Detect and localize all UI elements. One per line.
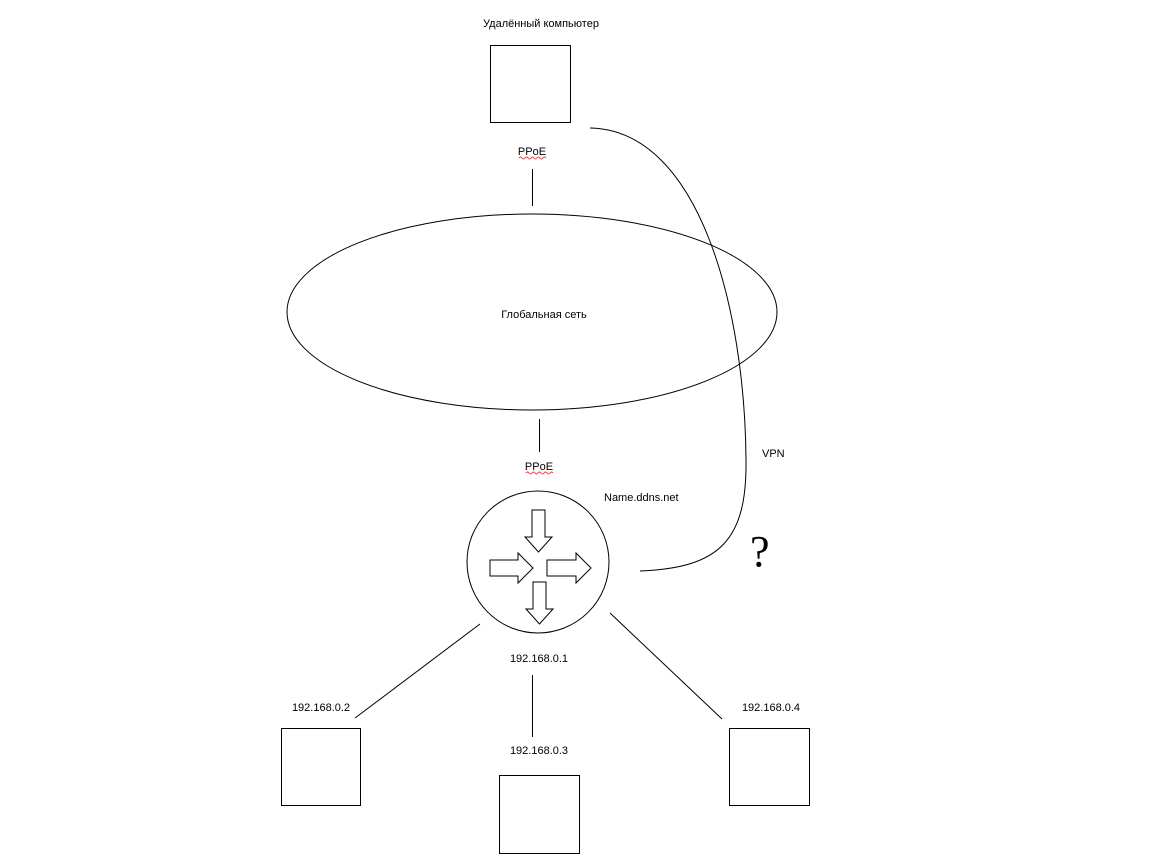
router-hostname-label: Name.ddns.net — [604, 492, 679, 504]
pppoe-bottom-label: PPoE — [525, 461, 553, 473]
host-3-box — [499, 775, 580, 854]
arrow-down-in-icon — [523, 509, 554, 553]
remote-computer-box — [490, 45, 571, 123]
host-4-ip-label: 192.168.0.4 — [742, 702, 800, 714]
host-4-box — [729, 728, 810, 806]
arrow-right-out-icon — [546, 551, 592, 585]
router-icon — [489, 509, 592, 625]
host-2-ip-label: 192.168.0.2 — [292, 702, 350, 714]
host-2-box — [281, 728, 361, 806]
arrow-right-in-icon — [489, 551, 534, 585]
spellcheck-underline-top — [518, 156, 547, 160]
global-network-ellipse — [286, 213, 778, 411]
link-router-to-host-4 — [609, 612, 723, 720]
question-mark: ? — [750, 527, 770, 576]
vpn-label: VPN — [762, 448, 785, 460]
router-ip-label: 192.168.0.1 — [510, 653, 568, 665]
global-network-label: Глобальная сеть — [501, 309, 587, 321]
spellcheck-underline-bottom — [525, 471, 554, 475]
remote-computer-label: Удалённый компьютер — [483, 18, 599, 30]
router-circle — [466, 490, 610, 634]
link-router-to-host-2 — [354, 623, 481, 719]
pppoe-top-label: PPoE — [518, 146, 546, 158]
arrow-down-out-icon — [524, 581, 555, 625]
host-3-ip-label: 192.168.0.3 — [510, 745, 568, 757]
vpn-tunnel-curve — [589, 127, 747, 572]
